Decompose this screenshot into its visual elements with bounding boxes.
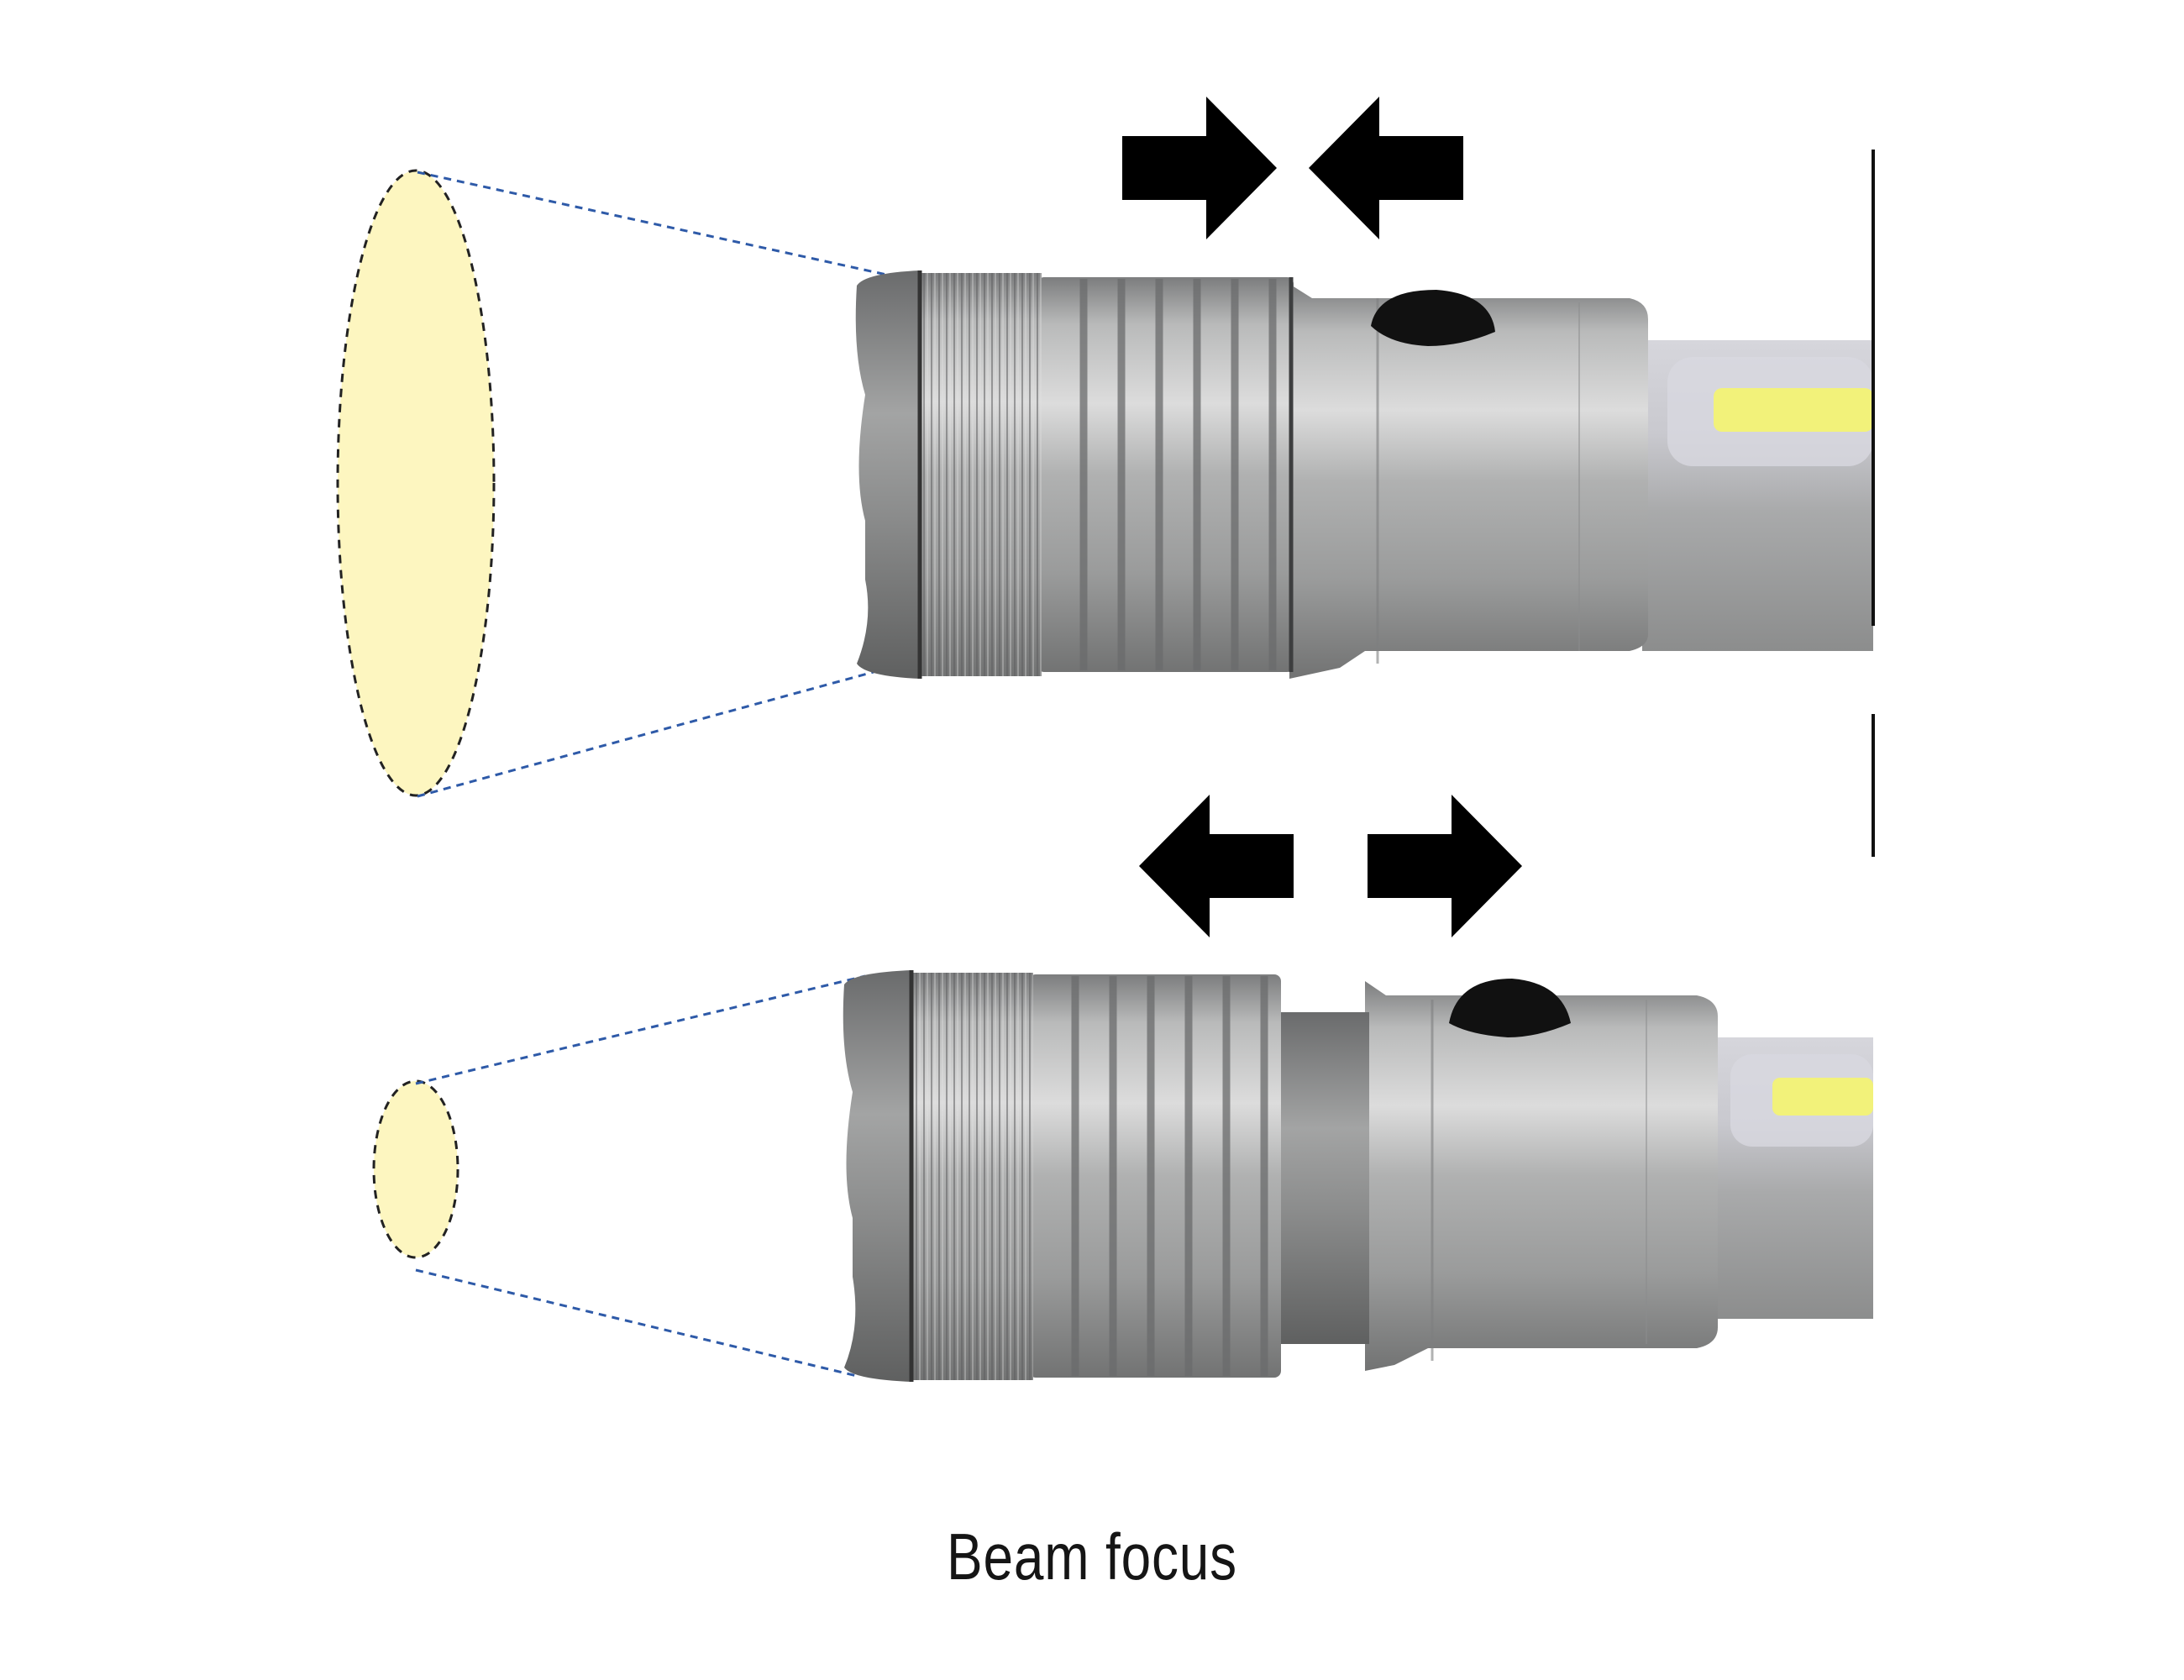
arrow-left-icon — [1309, 97, 1463, 239]
beam-line-top — [415, 974, 866, 1085]
flashlight-zoomed-out — [843, 970, 1873, 1382]
narrow-beam-spot — [372, 1079, 459, 1259]
beam-line-bottom — [417, 670, 874, 798]
wide-beam-spot — [336, 169, 496, 797]
flashlight-zoomed-in — [855, 270, 1873, 679]
beam-line-bottom — [415, 1268, 858, 1378]
wide-beam-panel — [336, 97, 1873, 798]
narrow-beam-panel — [372, 795, 1873, 1382]
cob-led-strip — [1714, 388, 1873, 432]
arrow-right-icon — [1122, 97, 1277, 239]
caption: Beam focus — [947, 1520, 1237, 1593]
power-button-icon — [1449, 979, 1571, 1037]
arrow-right-icon — [1368, 795, 1522, 937]
cob-led-strip — [1772, 1078, 1873, 1116]
arrow-left-icon — [1139, 795, 1294, 937]
power-button-icon — [1371, 290, 1495, 346]
beam-line-top — [417, 171, 891, 277]
